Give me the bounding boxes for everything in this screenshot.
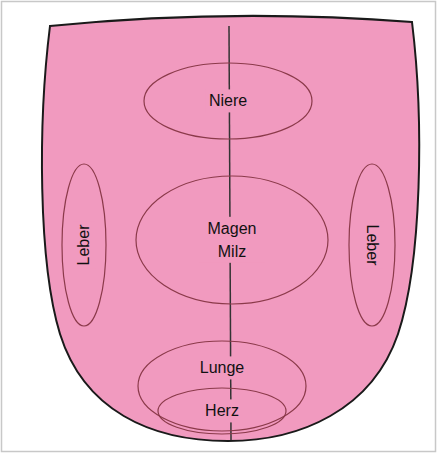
zone-ellipse-shape (62, 164, 106, 326)
organ-label: Leber (360, 222, 383, 269)
organ-zone: Leber (61, 163, 107, 327)
organ-label: Niere (206, 89, 250, 112)
organ-label: Lunge (197, 356, 248, 379)
zone-ellipse-shape (138, 341, 306, 431)
zone-ellipse-shape (349, 164, 395, 326)
organ-zone: LungeHerz (137, 340, 307, 432)
organ-zone: Magen Milz (135, 175, 329, 305)
tongue-outline (42, 16, 419, 441)
organ-zone: Niere (143, 62, 313, 140)
organ-label: Herz (202, 399, 242, 422)
organ-zone: Leber (348, 163, 396, 327)
organ-label: Magen Milz (199, 217, 265, 263)
zone-ellipse-shape (144, 63, 312, 139)
organ-label: Leber (72, 222, 95, 269)
organ-zone: Herz (157, 387, 287, 435)
zone-ellipse-shape (158, 388, 286, 434)
zone-ellipse-shape (136, 176, 328, 304)
